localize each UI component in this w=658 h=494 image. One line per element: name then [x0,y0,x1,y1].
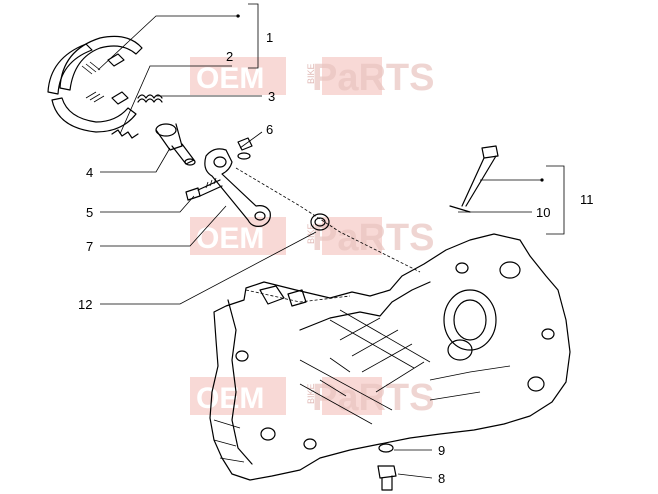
brake-shoes [47,35,143,133]
callout-6: 6 [266,122,273,137]
watermark-top: OEM BIKE PaRTS [190,57,434,99]
watermark-middle: OEM BIKE PaRTS [190,217,434,259]
brake-lever [204,148,271,227]
brake-cam-shaft [155,123,196,166]
callout-4: 4 [86,165,93,180]
oil-dipstick [449,145,499,213]
oil-seal [310,213,330,231]
watermark-bottom: OEM BIKE PaRTS [190,377,434,419]
leader-lines [97,3,565,479]
watermark-oem-bottom: OEM [196,382,264,415]
drain-plug [377,465,397,491]
callout-11: 11 [580,192,594,207]
watermark-bike-top: BIKE [306,63,316,84]
watermark-parts-top: PaRTS [312,57,434,99]
watermark-bike-middle: BIKE [306,223,316,244]
watermark-bike-bottom: BIKE [306,383,316,404]
callout-7: 7 [86,239,93,254]
drain-plug-washer [378,443,394,453]
callout-1: 1 [266,30,273,45]
callout-9: 9 [438,443,445,458]
callout-2: 2 [226,49,233,64]
watermark-parts-bottom: PaRTS [312,377,434,419]
callout-5: 5 [86,205,93,220]
callout-3: 3 [268,89,275,104]
callout-labels: 1 2 3 4 5 6 7 8 9 10 11 12 [78,30,594,486]
watermark-parts-middle: PaRTS [312,217,434,259]
watermark-oem-top: OEM [196,62,264,95]
watermark-oem-middle: OEM [196,222,264,255]
callout-10: 10 [536,205,550,220]
brake-spring [137,94,163,103]
brake-spring-small [111,129,139,139]
crankcase [209,233,571,481]
callout-12: 12 [78,297,92,312]
callout-8: 8 [438,471,445,486]
